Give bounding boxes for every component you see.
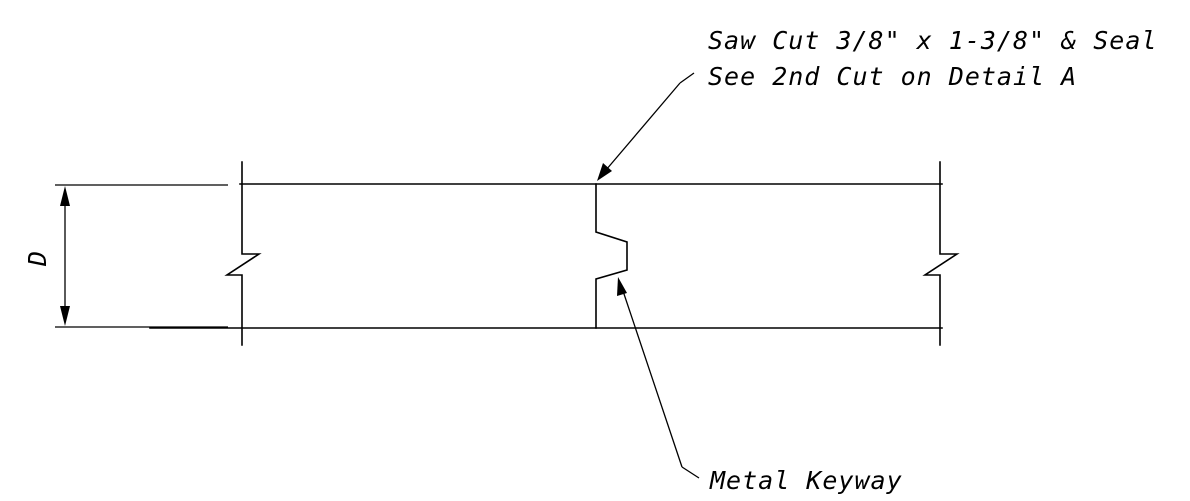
keyway-joint-profile <box>595 183 628 329</box>
right-break-line <box>922 161 960 346</box>
sawcut-note-line-2: See 2nd Cut on Detail A <box>708 62 1077 91</box>
left-break-line <box>224 161 262 346</box>
keyway-leader-line <box>621 287 683 468</box>
dimension-label: D <box>23 250 52 267</box>
keyway-leader-landing <box>681 466 700 479</box>
sawcut-leader-line <box>605 82 681 171</box>
sawcut-leader-arrow <box>597 163 612 181</box>
sawcut-note-line-1: Saw Cut 3/8" x 1-3/8" & Seal <box>708 26 1157 55</box>
sawcut-leader-landing <box>679 72 695 84</box>
dimension-arrow-bottom <box>60 306 70 326</box>
keyway-leader-arrow <box>617 277 627 296</box>
dimension-arrow-top <box>60 186 70 206</box>
keyway-note: Metal Keyway <box>709 466 903 495</box>
